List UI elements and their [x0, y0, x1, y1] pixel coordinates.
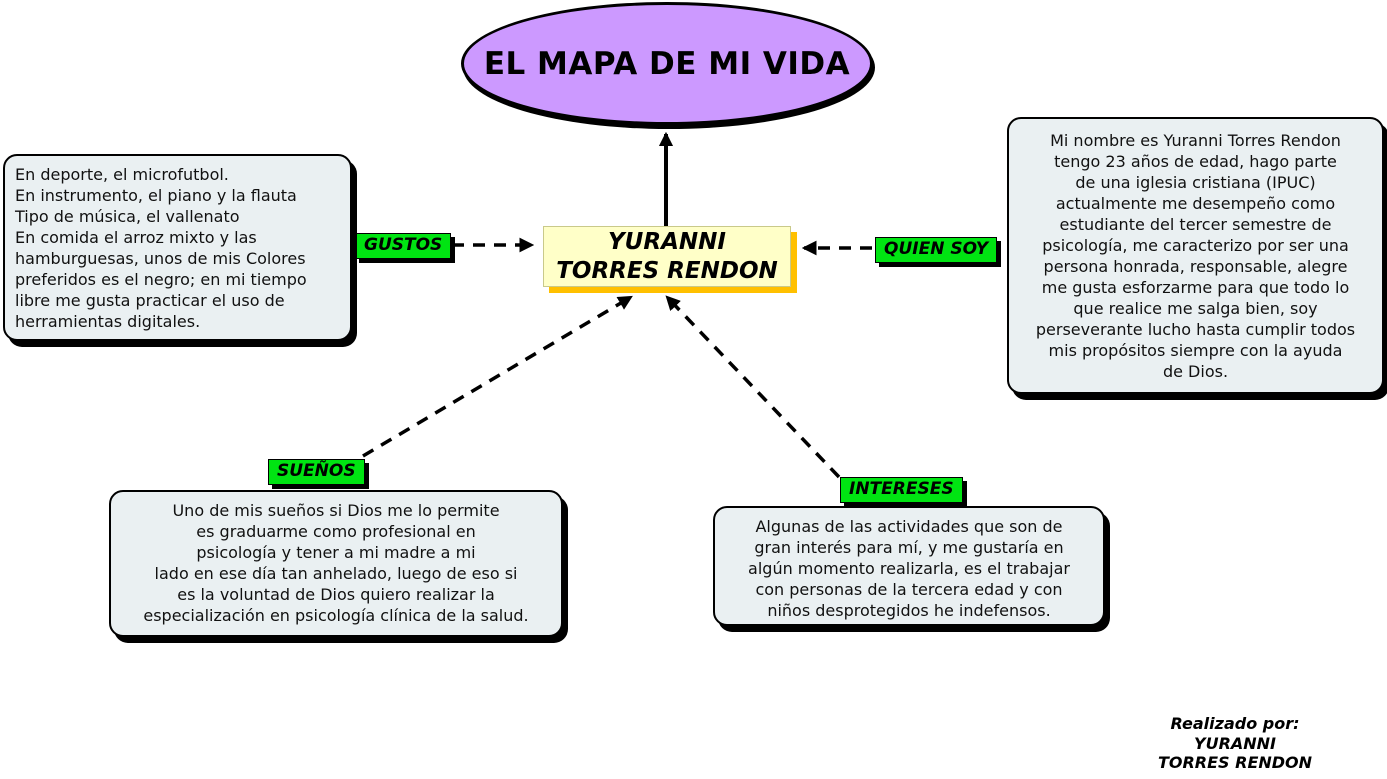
link-label-suenos[interactable]: SUEÑOS: [268, 459, 365, 485]
suenos-text-node[interactable]: Uno de mis sueños si Dios me lo permite …: [109, 490, 563, 637]
link-label-quien-soy-text: QUIEN SOY: [884, 239, 989, 259]
title-node[interactable]: EL MAPA DE MI VIDA: [461, 2, 873, 125]
intereses-text: Algunas de las actividades que son de gr…: [748, 517, 1070, 620]
link-label-gustos-text: GUSTOS: [364, 235, 443, 255]
center-node[interactable]: YURANNI TORRES RENDON: [543, 226, 791, 287]
quien-soy-text: Mi nombre es Yuranni Torres Rendon tengo…: [1035, 131, 1356, 381]
quien-soy-text-node[interactable]: Mi nombre es Yuranni Torres Rendon tengo…: [1007, 117, 1384, 394]
link-label-gustos[interactable]: GUSTOS: [355, 233, 452, 259]
credit-block: Realizado por: YURANNI TORRES RENDON: [1157, 714, 1313, 772]
suenos-text: Uno de mis sueños si Dios me lo permite …: [143, 501, 529, 625]
arrow-suenos-to-center: [362, 295, 633, 458]
intereses-text-node[interactable]: Algunas de las actividades que son de gr…: [713, 506, 1105, 626]
center-node-name: YURANNI TORRES RENDON: [556, 228, 778, 284]
map-title: EL MAPA DE MI VIDA: [483, 45, 851, 82]
link-label-intereses[interactable]: INTERESES: [840, 477, 963, 503]
link-label-suenos-text: SUEÑOS: [277, 461, 356, 481]
gustos-text: En deporte, el microfutbol. En instrumen…: [15, 165, 307, 331]
gustos-text-node[interactable]: En deporte, el microfutbol. En instrumen…: [3, 154, 352, 341]
link-label-intereses-text: INTERESES: [849, 479, 954, 499]
link-label-quien-soy[interactable]: QUIEN SOY: [875, 237, 998, 263]
arrow-intereses-to-center: [665, 295, 841, 479]
